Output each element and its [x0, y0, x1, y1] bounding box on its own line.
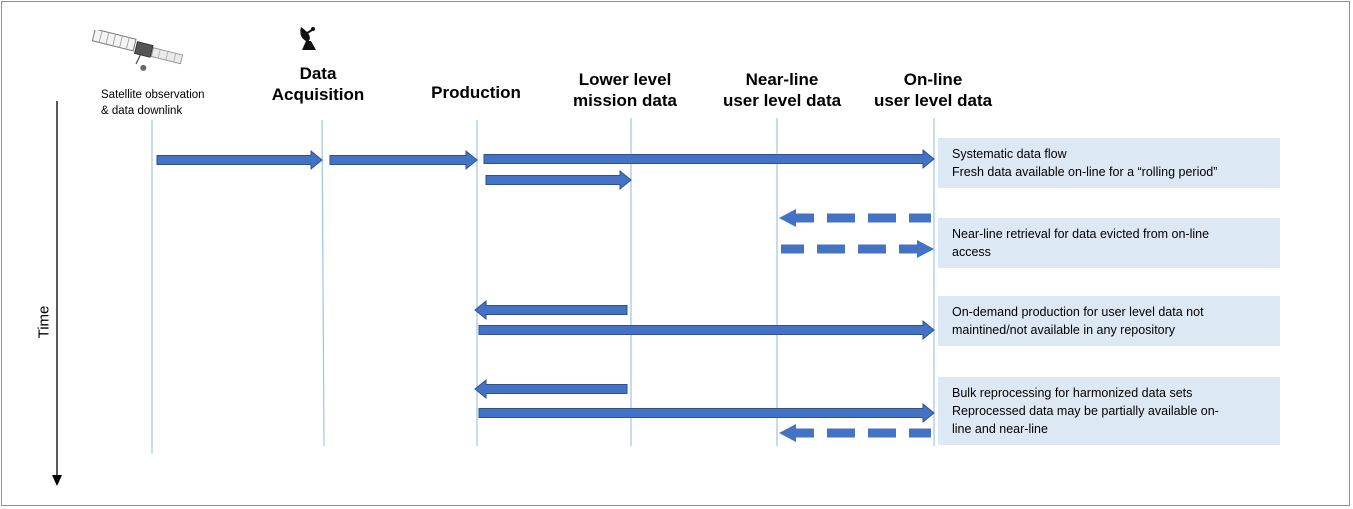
note-line: Fresh data available on-line for a “roll… — [952, 165, 1218, 179]
note-line: line and near-line — [952, 422, 1048, 436]
flow-arrow-6 — [474, 299, 628, 321]
flow-arrow-8 — [474, 378, 628, 400]
flow-arrow-dash — [868, 428, 896, 438]
flow-arrow-dashed-4 — [779, 209, 931, 227]
flow-arrow-3 — [485, 169, 632, 191]
near-line-header-line2: user level data — [722, 91, 842, 110]
note-systematic-flow: Systematic data flow Fresh data availabl… — [938, 138, 1280, 188]
satellite-header: Satellite observation & data downlink — [101, 87, 205, 119]
note-line: access — [952, 245, 991, 259]
near-line-header-line1: Near-line — [745, 70, 819, 89]
flow-arrow-9 — [478, 402, 935, 424]
flow-arrow-head — [917, 240, 934, 258]
note-line: Reprocessed data may be partially availa… — [952, 404, 1219, 418]
flow-arrow-dash — [781, 244, 804, 254]
flow-arrow-dash — [858, 244, 886, 254]
note-line: Systematic data flow — [952, 147, 1067, 161]
acquisition-header-line2: Acquisition — [271, 85, 365, 104]
lifeline-acquisition — [321, 119, 325, 447]
note-line: Near-line retrieval for data evicted fro… — [952, 227, 1210, 241]
lower-level-header-line2: mission data — [573, 91, 677, 110]
flow-arrow-1 — [329, 149, 478, 171]
on-line-header-line1: On-line — [903, 70, 963, 89]
flow-arrow-dash — [909, 213, 931, 223]
flow-arrow-dash — [796, 428, 814, 438]
note-line: On-demand production for user level data… — [952, 305, 1204, 319]
flow-arrow-dash — [827, 213, 855, 223]
on-line-header-line2: user level data — [873, 91, 993, 110]
lower-level-header-line1: Lower level — [578, 70, 672, 89]
satellite-icon — [91, 30, 184, 71]
flow-arrow-dash — [796, 213, 814, 223]
note-on-demand-production: On-demand production for user level data… — [938, 296, 1280, 346]
flow-arrow-dash — [909, 428, 931, 438]
flow-arrow-head — [779, 424, 796, 442]
flow-arrow-dash — [868, 213, 896, 223]
flow-arrow-7 — [478, 319, 935, 341]
note-line: maintined/not available in any repositor… — [952, 323, 1176, 337]
satellite-header-line1: Satellite observation — [101, 89, 205, 101]
satellite-dish-icon — [300, 27, 316, 50]
flow-arrow-dash — [827, 428, 855, 438]
note-line: Bulk reprocessing for harmonized data se… — [952, 386, 1193, 400]
flow-arrow-head — [779, 209, 796, 227]
flow-arrow-dash — [817, 244, 845, 254]
acquisition-header-line1: Data — [299, 64, 337, 83]
acquisition-header: Data Acquisition — [272, 63, 365, 105]
flow-arrow-0 — [156, 149, 323, 171]
flow-arrow-2 — [483, 148, 935, 170]
lower-level-header: Lower level mission data — [573, 69, 677, 111]
note-bulk-reprocessing: Bulk reprocessing for harmonized data se… — [938, 377, 1280, 445]
on-line-header: On-line user level data — [874, 69, 992, 111]
time-axis-label: Time — [35, 305, 53, 339]
production-header: Production — [431, 82, 521, 103]
satellite-header-line2: & data downlink — [101, 105, 183, 117]
production-header-line1: Production — [431, 83, 521, 102]
near-line-header: Near-line user level data — [723, 69, 841, 111]
flow-arrow-dashed-10 — [779, 424, 931, 442]
time-axis-arrowhead — [52, 475, 62, 486]
flow-arrow-dashed-5 — [781, 240, 934, 258]
note-near-line-retrieval: Near-line retrieval for data evicted fro… — [938, 218, 1280, 268]
flow-arrow-dash — [899, 244, 917, 254]
